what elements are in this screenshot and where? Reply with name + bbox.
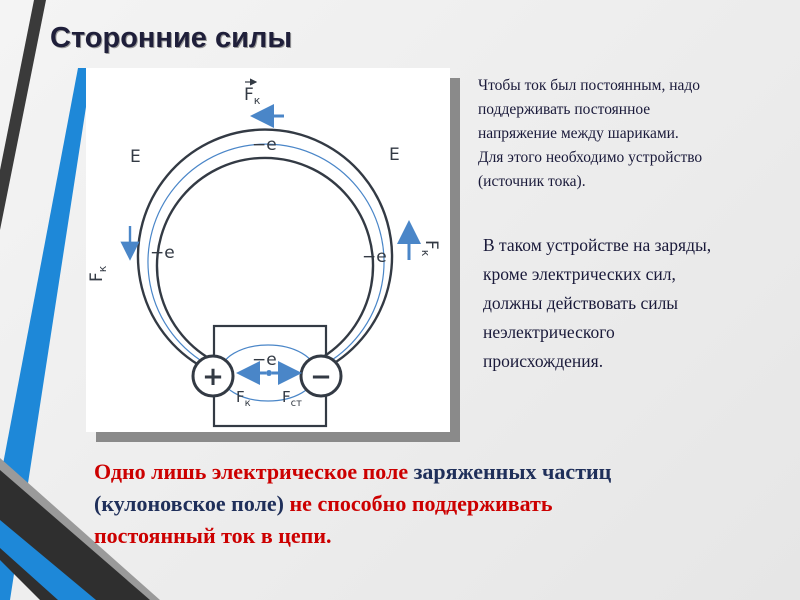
grey-stripe	[0, 458, 160, 600]
conclusion-part-red: постоянный ток в цепи.	[94, 523, 332, 548]
fk-left-label: Fк	[87, 265, 109, 282]
note-line: В таком устройстве на заряды,	[483, 235, 712, 255]
note-line: Для этого необходимо устройство	[478, 149, 703, 166]
conductor-inner	[155, 156, 375, 362]
svg-text:Fк: Fк	[87, 265, 109, 282]
field-label-left: E	[130, 147, 141, 167]
conclusion-part-red: не способно поддерживать	[284, 491, 553, 516]
field-label-right: E	[389, 145, 400, 165]
charge-label-right: −e	[362, 247, 387, 267]
charge-label-left: −e	[150, 243, 175, 263]
fk-right-label: Fк	[419, 240, 441, 257]
note-line: кроме электрических сил,	[483, 264, 676, 284]
note-line: происхождения.	[483, 351, 604, 371]
note-constant-voltage: Чтобы ток был постоянным, надо поддержив…	[478, 74, 788, 194]
fk-top-label: Fк	[244, 85, 261, 107]
positive-sphere	[191, 354, 235, 398]
circuit-diagram: + − Fк Fк Fк E E −e −e −e −e	[87, 78, 441, 428]
blue-stripe-bottom	[0, 520, 96, 600]
note-external-forces: В таком устройстве на заряды, кроме элек…	[483, 231, 788, 376]
note-line: Чтобы ток был постоянным, надо	[478, 77, 701, 94]
circuit-figure: + − Fк Fк Fк E E −e −e −e −e	[86, 68, 450, 432]
dark-stripe-top	[0, 0, 46, 230]
note-line: должны действовать силы	[483, 293, 679, 313]
fk-bottom-label: Fк	[236, 388, 251, 409]
charge-label-top: −e	[252, 135, 277, 155]
conclusion-part-navy: заряженных частиц	[408, 459, 612, 484]
plus-sign: +	[202, 362, 224, 392]
note-line: напряжение между шариками.	[478, 125, 679, 142]
note-line: поддерживать постоянное	[478, 101, 651, 118]
conclusion-part-red: Одно лишь электрическое поле	[94, 459, 409, 484]
note-line: (источник тока).	[478, 173, 586, 190]
conductor-outer	[136, 128, 394, 370]
blue-stripe	[0, 68, 92, 600]
slide-title: Сторонние силы	[50, 22, 293, 54]
svg-text:Fк: Fк	[419, 240, 441, 257]
note-line: неэлектрического	[483, 322, 615, 342]
conclusion-part-navy: (кулоновское поле)	[94, 491, 284, 516]
conclusion-text: Одно лишь электрическое поле заряженных …	[94, 456, 734, 552]
minus-sign: −	[310, 362, 332, 392]
current-line	[147, 143, 385, 367]
source-charge-dot	[266, 370, 272, 376]
charge-label-source: −e	[252, 350, 277, 370]
fst-bottom-label: Fст	[282, 388, 302, 409]
